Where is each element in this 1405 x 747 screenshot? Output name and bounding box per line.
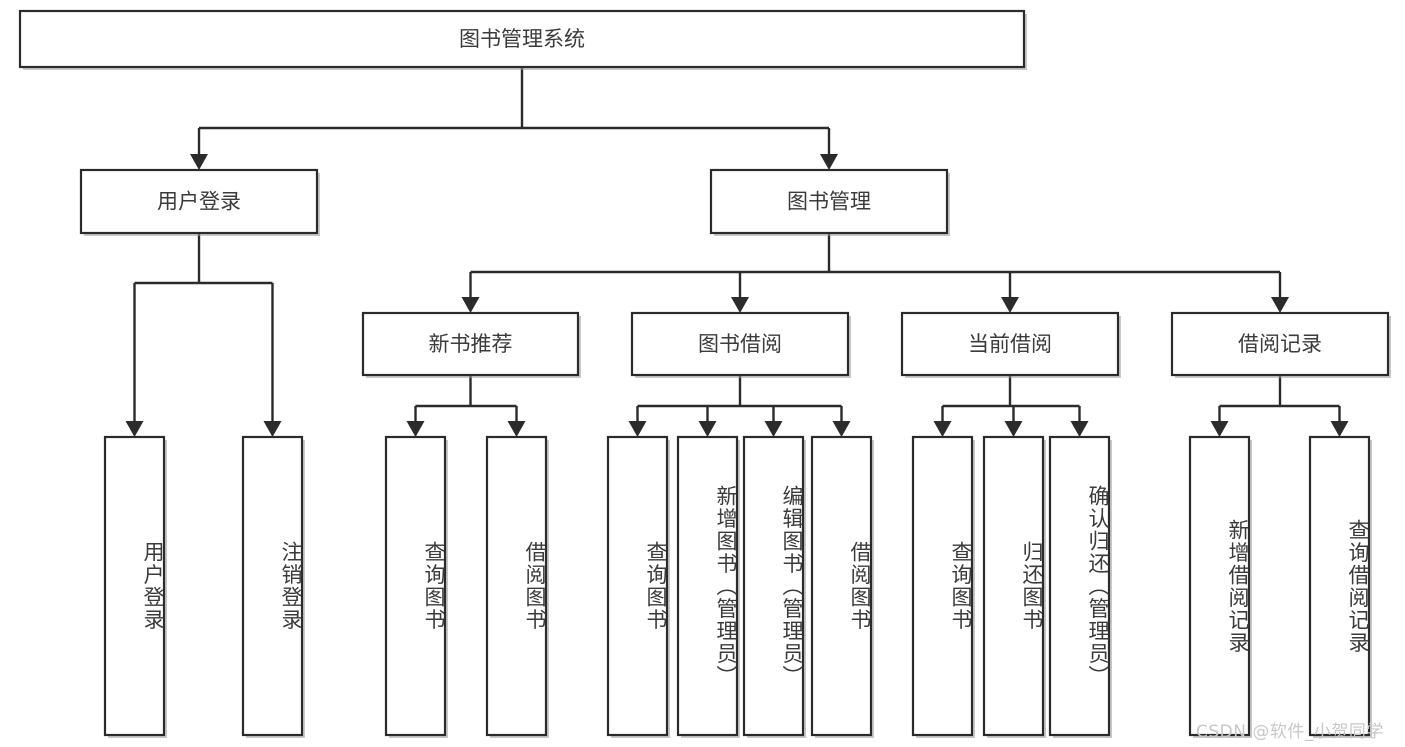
node-box-query-book-3[interactable] xyxy=(911,435,974,737)
arrow-head-icon xyxy=(190,154,208,170)
node-box-user-login[interactable] xyxy=(79,168,319,235)
node-box-borrow-book-2[interactable] xyxy=(810,435,873,737)
node-box-book-manage[interactable] xyxy=(709,168,949,235)
connector-layer xyxy=(125,67,1349,437)
node-box-query-book-2[interactable] xyxy=(606,435,669,737)
arrow-head-icon xyxy=(764,421,783,437)
node-label-root: 图书管理系统 xyxy=(459,27,585,51)
arrow-head-icon xyxy=(406,421,425,437)
node-label-book-manage: 图书管理 xyxy=(787,190,871,214)
arrow-head-icon xyxy=(731,297,749,313)
arrow-head-icon xyxy=(698,421,717,437)
node-box-edit-book[interactable] xyxy=(742,435,805,737)
arrow-head-icon xyxy=(1001,297,1019,313)
node-box-borrow-book-1[interactable] xyxy=(485,435,548,737)
node-box-query-borrow-record[interactable] xyxy=(1308,435,1371,737)
node-box-add-book[interactable] xyxy=(676,435,739,737)
arrow-head-icon xyxy=(820,154,838,170)
arrow-head-icon xyxy=(461,297,480,313)
node-box-borrow-record[interactable] xyxy=(1170,311,1390,377)
arrow-head-icon xyxy=(1004,421,1023,437)
node-label-current-borrow: 当前借阅 xyxy=(968,332,1052,356)
node-box-new-book-recommend[interactable] xyxy=(361,311,580,377)
csdn-watermark: CSDN @软件_小贺同学 xyxy=(1196,722,1384,742)
node-box-layer xyxy=(18,9,1391,738)
arrow-head-icon xyxy=(1330,421,1349,437)
arrow-head-icon xyxy=(628,421,647,437)
node-box-book-borrow[interactable] xyxy=(630,311,850,377)
node-box-confirm-return[interactable] xyxy=(1048,435,1111,737)
node-label-book-borrow: 图书借阅 xyxy=(698,332,782,356)
node-box-add-borrow-record[interactable] xyxy=(1188,435,1251,737)
arrow-head-icon xyxy=(507,421,526,437)
node-box-user-login-do[interactable] xyxy=(103,435,166,737)
arrow-head-icon xyxy=(1070,421,1089,437)
arrow-head-icon xyxy=(832,421,851,437)
node-box-root[interactable] xyxy=(18,9,1026,69)
arrow-head-icon xyxy=(1210,421,1229,437)
node-label-new-book-recommend: 新书推荐 xyxy=(429,332,513,356)
node-box-user-logout[interactable] xyxy=(241,435,304,737)
node-label-user-login: 用户登录 xyxy=(157,190,241,214)
arrow-head-icon xyxy=(125,421,144,437)
arrow-head-icon xyxy=(1271,297,1289,313)
arrow-head-icon xyxy=(263,421,282,437)
node-label-borrow-record: 借阅记录 xyxy=(1238,332,1322,356)
node-box-query-book-1[interactable] xyxy=(384,435,447,737)
node-box-current-borrow[interactable] xyxy=(900,311,1120,377)
arrow-head-icon xyxy=(933,421,952,437)
node-box-return-book[interactable] xyxy=(982,435,1045,737)
